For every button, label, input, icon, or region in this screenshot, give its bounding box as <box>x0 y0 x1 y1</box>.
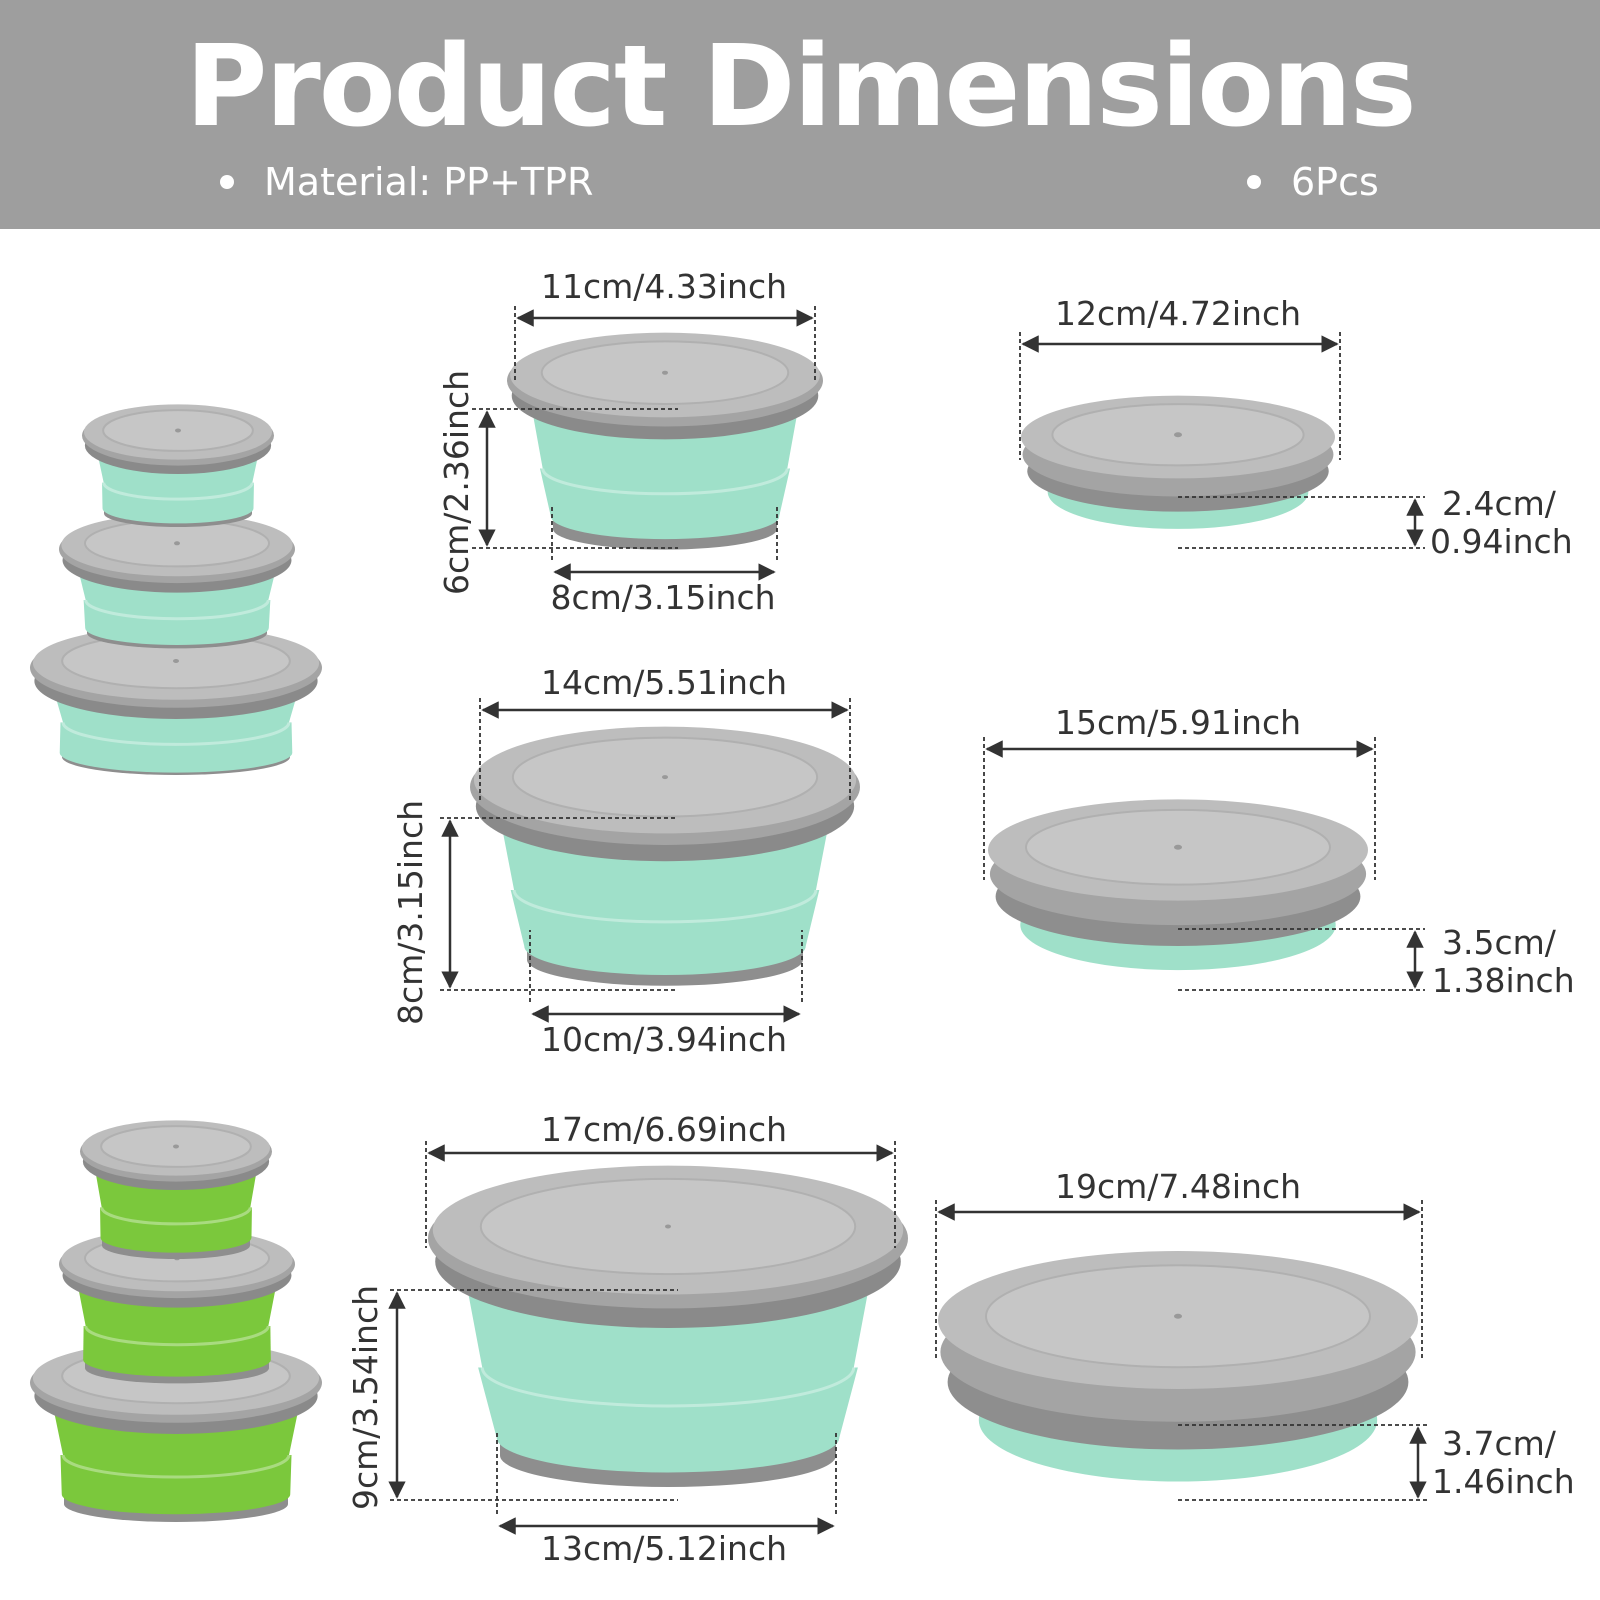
dim-medium-open-height <box>440 817 678 991</box>
large-open-height-label: 9cm/3.54inch <box>346 1284 385 1510</box>
medium-folded-height-in-label: 1.38inch <box>1432 961 1575 1000</box>
bowl-fold-line <box>84 1325 270 1347</box>
material-text: Material: PP+TPR <box>264 160 594 204</box>
bowl-fold-line <box>541 468 789 496</box>
dim-small-open-height <box>472 408 678 549</box>
small-open-top-width-label: 11cm/4.33inch <box>540 267 788 306</box>
bowl-medium-open <box>470 726 860 986</box>
bowl-fold-line <box>102 482 254 501</box>
small-folded-height-cm-label: 2.4cm/ <box>1442 484 1556 523</box>
dim-medium-folded-width <box>983 737 1376 880</box>
medium-folded-width-label: 15cm/5.91inch <box>1054 703 1302 742</box>
small-open-bottom-width-label: 8cm/3.15inch <box>550 578 776 617</box>
large-folded-height-in-label: 1.46inch <box>1432 1462 1575 1501</box>
large-open-top-width-label: 17cm/6.69inch <box>540 1110 788 1149</box>
bowl-small-folded <box>1021 395 1335 529</box>
bowl-lid-vent <box>173 659 179 663</box>
count-bullet: 6Pcs <box>1247 158 1379 206</box>
flat-lid-vent <box>1174 432 1182 438</box>
stack-mint-large <box>30 626 322 775</box>
bowl-lid-vent <box>175 428 181 433</box>
medium-open-height-label: 8cm/3.15inch <box>391 799 430 1025</box>
bowl-lid-vent <box>665 1224 671 1229</box>
flat-lid-vent <box>1174 1313 1182 1319</box>
count-text: 6Pcs <box>1291 160 1379 204</box>
dim-large-folded-height <box>1178 1424 1428 1501</box>
header-banner: Product Dimensions Material: PP+TPR 6Pcs <box>0 0 1600 229</box>
dim-medium-open-bottom <box>529 930 803 1023</box>
bowl-fold-line <box>84 599 270 621</box>
medium-open-bottom-width-label: 10cm/3.94inch <box>540 1020 788 1059</box>
bowl-fold-line <box>512 889 818 924</box>
bowl-large-open <box>428 1165 908 1487</box>
bowl-fold-line <box>480 1367 856 1408</box>
small-folded-height-in-label: 0.94inch <box>1430 522 1573 561</box>
bowl-lid-vent <box>173 1144 179 1149</box>
bowl-medium-folded <box>988 799 1368 971</box>
dim-medium-open-top <box>479 698 851 800</box>
bowl-small-open <box>507 332 823 550</box>
dim-small-folded-height <box>1178 496 1425 549</box>
bowl-fold-line <box>100 1207 252 1226</box>
flat-lid-vent <box>1174 844 1182 850</box>
small-open-height-label: 6cm/2.36inch <box>437 369 476 595</box>
page-title: Product Dimensions <box>185 22 1416 152</box>
dim-large-open-height <box>388 1289 678 1501</box>
large-folded-height-cm-label: 3.7cm/ <box>1442 1424 1556 1463</box>
stack-mint-medium <box>59 513 295 649</box>
bowl-fold-line <box>61 722 291 746</box>
large-folded-width-label: 19cm/7.48inch <box>1054 1167 1302 1206</box>
bowl-lid-vent <box>662 775 668 780</box>
medium-open-top-width-label: 14cm/5.51inch <box>540 663 788 702</box>
large-open-bottom-width-label: 13cm/5.12inch <box>540 1529 788 1568</box>
bowl-lid-vent <box>662 370 668 375</box>
dim-small-open-bottom <box>551 505 778 581</box>
bullet-dot-icon <box>220 174 234 189</box>
dim-large-open-top <box>425 1141 896 1248</box>
bullet-dot-icon <box>1247 174 1261 189</box>
bowl-fold-line <box>61 1454 291 1479</box>
bowl-large-folded <box>938 1251 1418 1482</box>
stack-mint-small <box>82 404 274 527</box>
dim-medium-folded-height <box>1178 928 1425 991</box>
small-folded-width-label: 12cm/4.72inch <box>1054 294 1302 333</box>
stack-green-small <box>80 1120 272 1259</box>
material-bullet: Material: PP+TPR <box>220 158 593 206</box>
dim-small-open-top <box>514 306 816 380</box>
dim-large-folded-width <box>935 1200 1423 1360</box>
bowl-lid-vent <box>174 541 180 546</box>
dim-small-folded-width <box>1019 332 1341 460</box>
medium-folded-height-cm-label: 3.5cm/ <box>1442 923 1556 962</box>
